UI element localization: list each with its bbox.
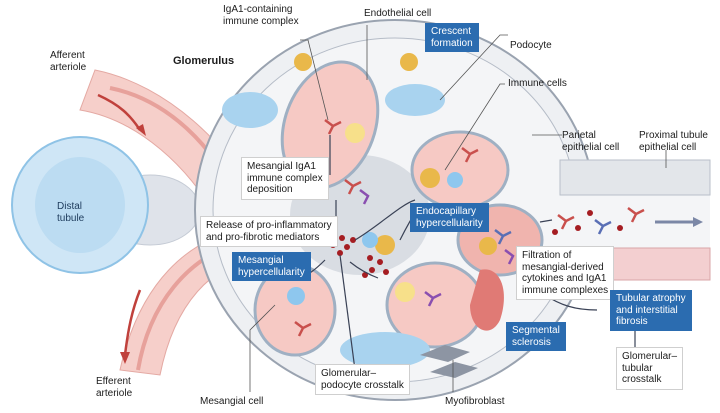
box-mesangial-hypercellularity: Mesangial hypercellularity: [232, 252, 311, 281]
box-glomerular-podocyte-crosstalk: Glomerular– podocyte crosstalk: [315, 364, 410, 395]
immune-cell: [479, 237, 497, 255]
immune-cell: [447, 172, 463, 188]
label-immune-cells: Immune cells: [508, 78, 567, 89]
afferent-flow-arrow: [97, 93, 142, 131]
label-podocyte: Podocyte: [510, 40, 552, 51]
crescent-macrophage: [400, 53, 418, 71]
immune-cell: [420, 168, 440, 188]
activated-immune-cell: [345, 123, 365, 143]
label-endothelial-cell: Endothelial cell: [364, 8, 432, 19]
immune-cell: [375, 235, 395, 255]
lymphocyte: [287, 287, 305, 305]
label-afferent-arteriole: Afferent arteriole: [50, 50, 87, 73]
label-iga1-complex: IgA1-containing immune complex: [223, 4, 299, 27]
label-mesangial-cell: Mesangial cell: [200, 396, 264, 407]
proximal-epithelium-top: [559, 159, 711, 196]
sclerotic-cell: [470, 269, 504, 331]
podocyte: [340, 332, 430, 368]
efferent-flow-arrow: [123, 289, 142, 356]
activated-immune-cell: [395, 282, 415, 302]
efferent-arrowhead: [120, 352, 130, 364]
podocyte: [222, 92, 278, 128]
box-glomerular-tubular-crosstalk: Glomerular– tubular crosstalk: [616, 347, 684, 390]
lymphocyte: [362, 232, 378, 248]
box-crescent-formation: Crescent formation: [425, 23, 479, 52]
label-distal-tubule: Distal tubule: [57, 201, 85, 224]
box-filtration: Filtration of mesangial-derived cytokine…: [516, 246, 615, 300]
box-endocapillary-hypercellularity: Endocapillary hypercellularity: [410, 203, 489, 232]
myofibroblast: [430, 362, 478, 378]
podocyte: [385, 84, 445, 116]
label-proximal-tubule-epithelial-cell: Proximal tubule epithelial cell: [639, 130, 708, 153]
label-parietal-epithelial-cell: Parietal epithelial cell: [562, 130, 620, 153]
distal-tubule-lumen: [35, 157, 125, 253]
box-tubular-atrophy: Tubular atrophy and interstitial fibrosi…: [610, 290, 692, 331]
leader-lines: [249, 25, 667, 392]
label-efferent-arteriole: Efferent arteriole: [96, 376, 133, 399]
box-release-mediators: Release of pro-inflammatory and pro-fibr…: [200, 216, 338, 247]
myofibroblast: [420, 345, 470, 362]
tubule-flow-arrowhead: [693, 217, 703, 227]
afferent-arrowhead: [136, 124, 146, 136]
box-segmental-sclerosis: Segmental sclerosis: [506, 322, 566, 351]
box-mesangial-deposition: Mesangial IgA1 immune complex deposition: [241, 157, 329, 200]
label-myofibroblast: Myofibroblast: [445, 396, 505, 407]
crescent-macrophage: [294, 53, 312, 71]
label-glomerulus: Glomerulus: [173, 55, 235, 67]
